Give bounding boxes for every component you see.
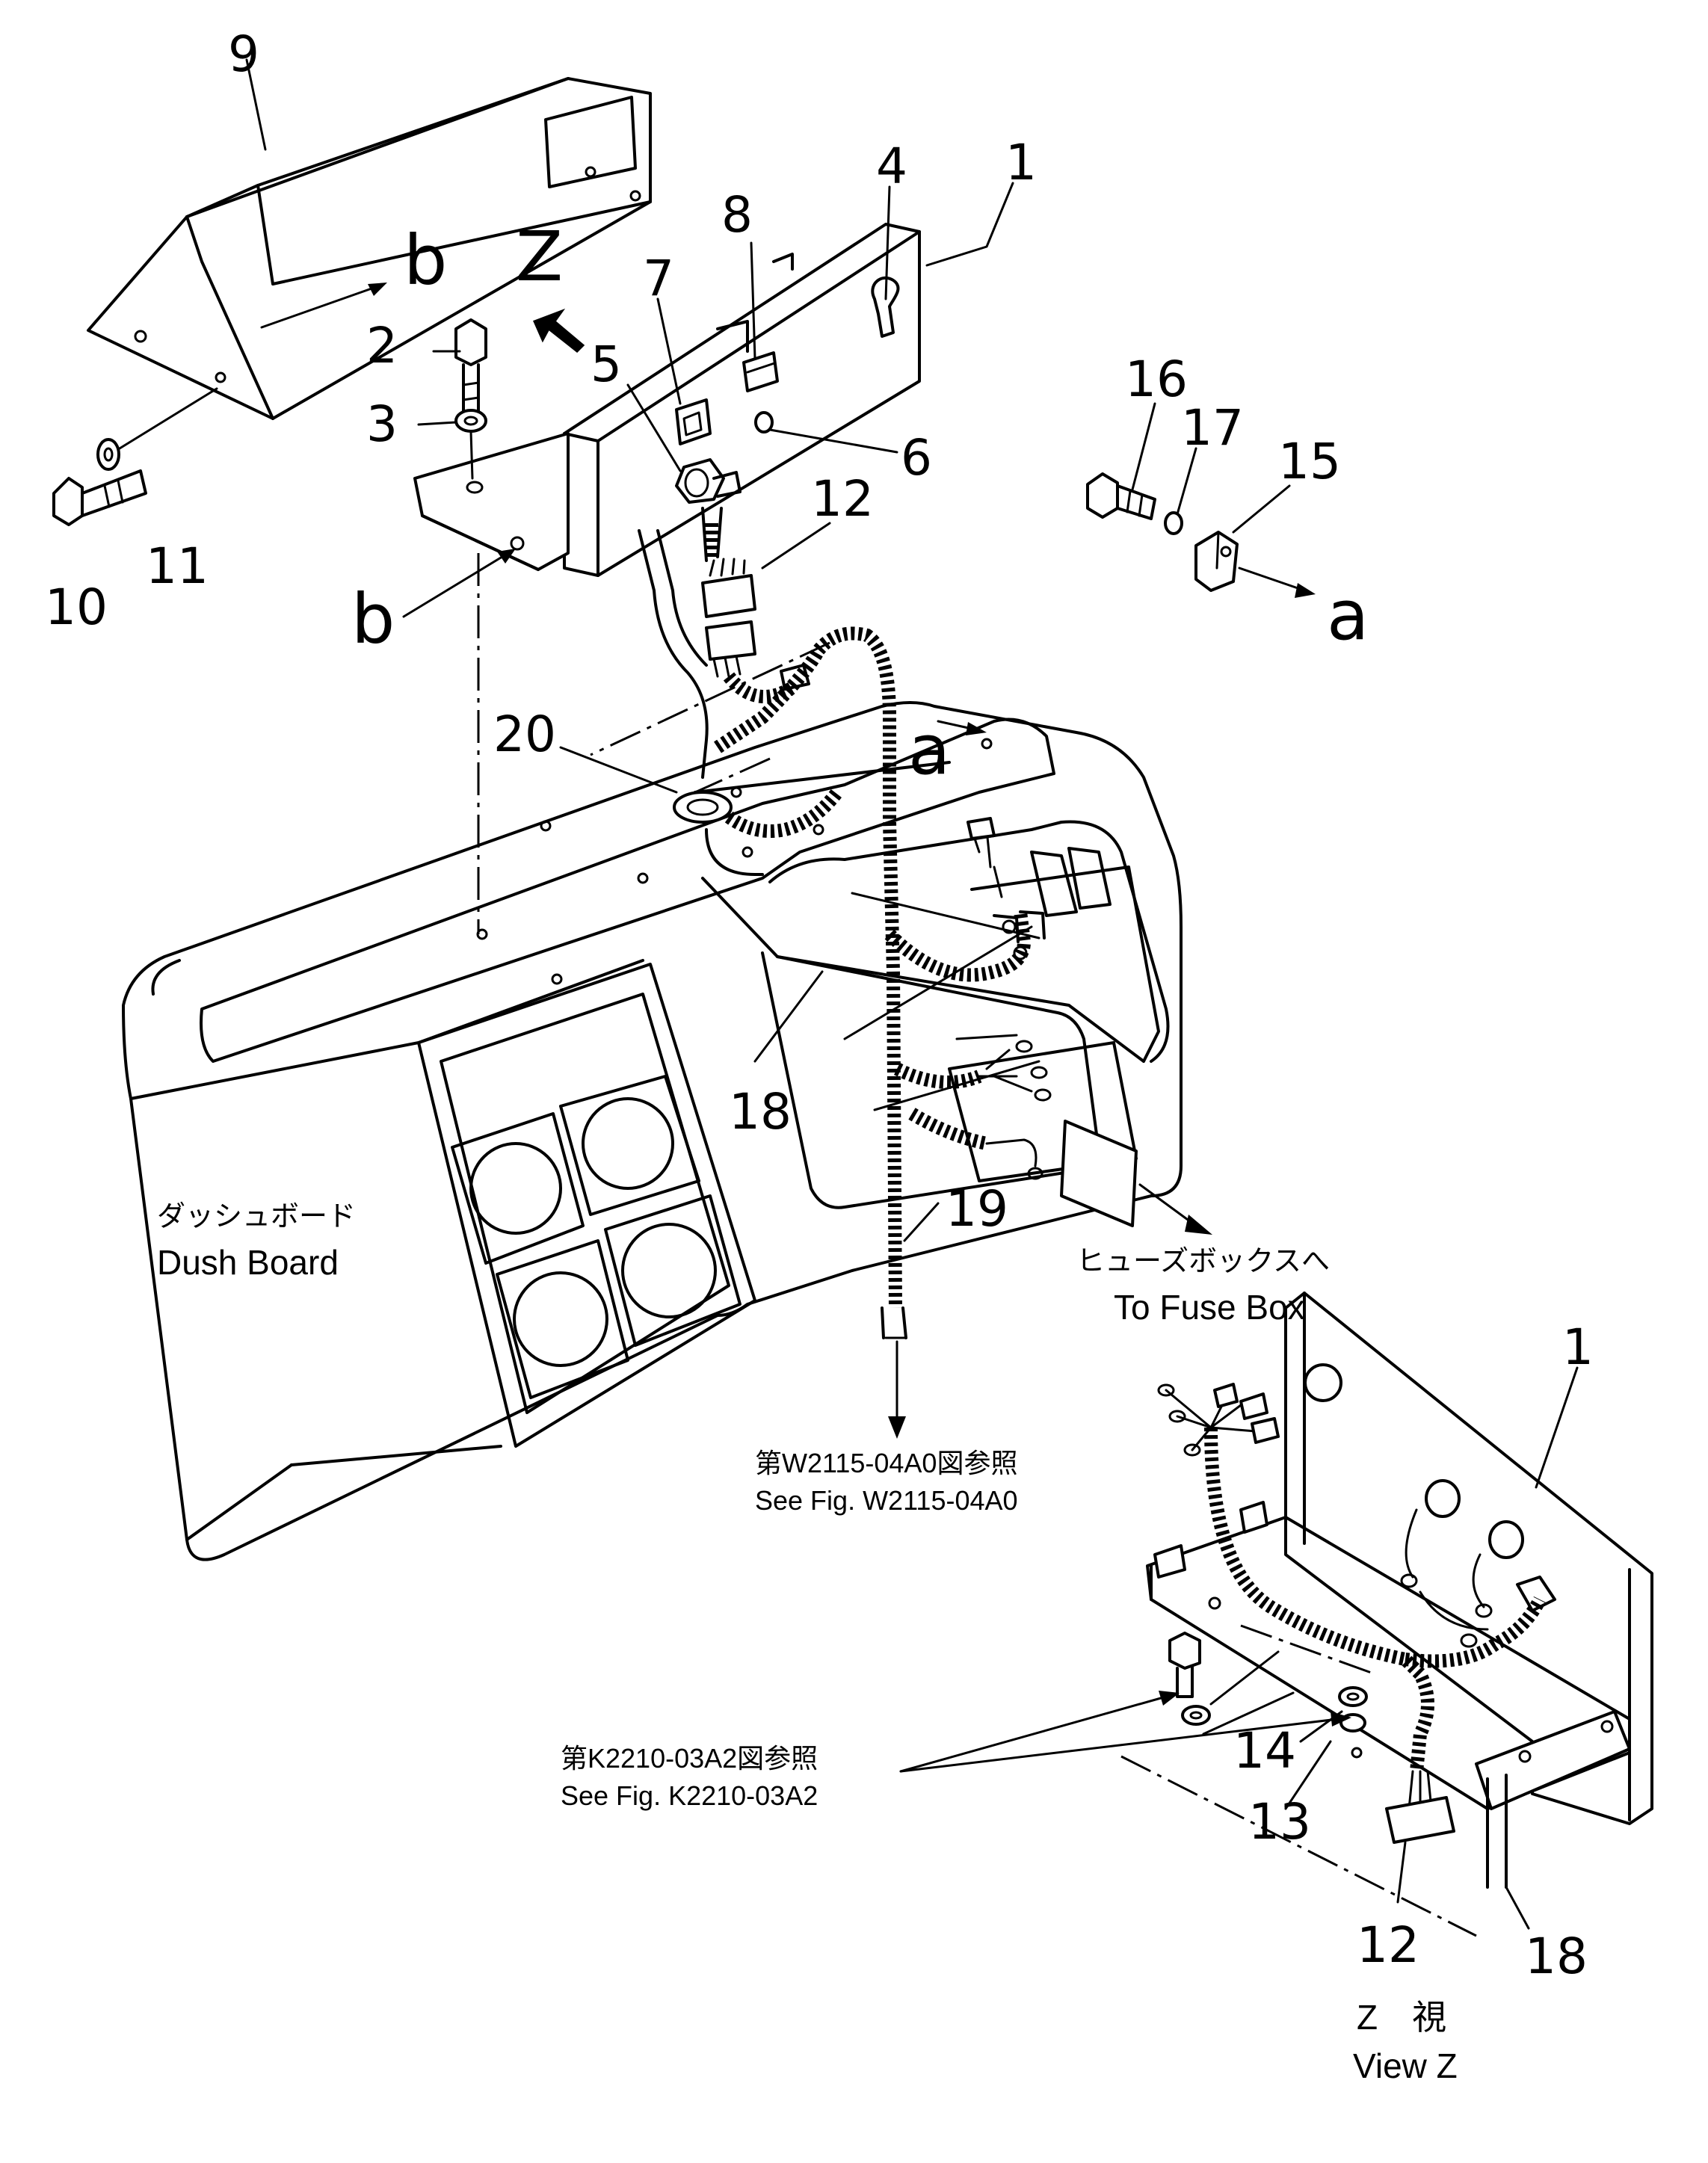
view-z-label-jp: Z 視	[1357, 1998, 1446, 2037]
knob-part-5	[675, 458, 742, 504]
callout-9: 9	[228, 25, 259, 83]
leader-see-fig-k-1	[899, 1695, 1168, 1773]
callout-18: 18	[729, 1083, 792, 1141]
letter-a-mid: a	[908, 710, 950, 790]
leader-b-top	[260, 286, 375, 329]
view-align-line	[1120, 1755, 1477, 1937]
lamp-part-6	[754, 411, 774, 433]
view-callout-14: 14	[1233, 1722, 1296, 1780]
gauge-cluster	[451, 1075, 742, 1399]
dashboard-label-jp: ダッシュボード	[157, 1200, 356, 1232]
see-fig-w-label-en: See Fig. W2115-04A0	[755, 1485, 1018, 1516]
washer-part-3	[454, 409, 487, 433]
view-z-label-en: View Z	[1353, 2046, 1458, 2085]
callout-19: 19	[946, 1180, 1008, 1238]
leader-bolt-2	[469, 431, 474, 480]
leader-b-left	[402, 552, 510, 618]
leader-bolt-to-cover	[118, 387, 218, 450]
fuse-box-label-jp: ヒューズボックスへ	[1076, 1244, 1330, 1277]
fuse-box-label-en: To Fuse Box	[1114, 1288, 1305, 1327]
see-fig-k-label-jp: 第K2210-03A2図参照	[561, 1743, 818, 1774]
align-line-12	[590, 641, 830, 756]
bolt-part-16	[1086, 472, 1156, 520]
washer-part-11	[96, 438, 120, 471]
leader-a-right	[1238, 567, 1306, 592]
see-fig-w-label-jp: 第W2115-04A0図参照	[755, 1448, 1017, 1478]
dashboard-label-en: Dush Board	[157, 1243, 339, 1282]
callout-6: 6	[901, 429, 932, 487]
callout-15: 15	[1278, 433, 1341, 490]
leader-see-fig-k-2	[899, 1718, 1339, 1773]
switch-part-8	[742, 351, 779, 392]
callout-10: 10	[45, 578, 108, 636]
connector-part-12	[701, 574, 756, 618]
callout-17: 17	[1181, 399, 1244, 457]
bolt-part-10	[52, 469, 147, 526]
callout-16: 16	[1125, 351, 1188, 408]
callout-11: 11	[146, 537, 209, 595]
letter-b-top: b	[404, 220, 447, 300]
bolt-part-2	[454, 318, 487, 424]
dashboard-body	[122, 701, 1183, 1561]
view-z-arrow	[532, 308, 585, 354]
key-switch-part-4	[871, 276, 900, 338]
callout-2: 2	[366, 317, 398, 374]
letter-a-right: a	[1327, 576, 1369, 655]
view-callout-13: 13	[1248, 1793, 1311, 1851]
see-fig-k-label-en: See Fig. K2210-03A2	[561, 1780, 818, 1811]
letter-b-left: b	[351, 579, 395, 659]
view-callout-1: 1	[1562, 1318, 1594, 1376]
callout-4: 4	[876, 138, 907, 195]
callout-12: 12	[811, 470, 874, 528]
clip-part-15	[1194, 531, 1239, 592]
view-callout-12: 12	[1357, 1916, 1419, 1974]
callout-5: 5	[591, 336, 622, 393]
cover-part-9	[87, 77, 652, 420]
callout-1: 1	[1005, 134, 1037, 191]
washer-part-17	[1164, 511, 1183, 535]
clamp-part-20	[673, 791, 733, 824]
callout-3: 3	[366, 395, 398, 453]
callout-7: 7	[643, 250, 674, 307]
wiring-harness	[638, 507, 1052, 1339]
leader-a-mid	[937, 720, 973, 730]
view-z-detail	[1146, 1292, 1653, 1889]
switch-panel-part-1	[413, 223, 921, 577]
letter-z: Z	[516, 217, 563, 297]
callout-20: 20	[493, 706, 556, 763]
view-callout-18: 18	[1525, 1928, 1588, 1985]
leader-fuse-box	[1138, 1183, 1197, 1227]
callout-8: 8	[721, 186, 753, 244]
